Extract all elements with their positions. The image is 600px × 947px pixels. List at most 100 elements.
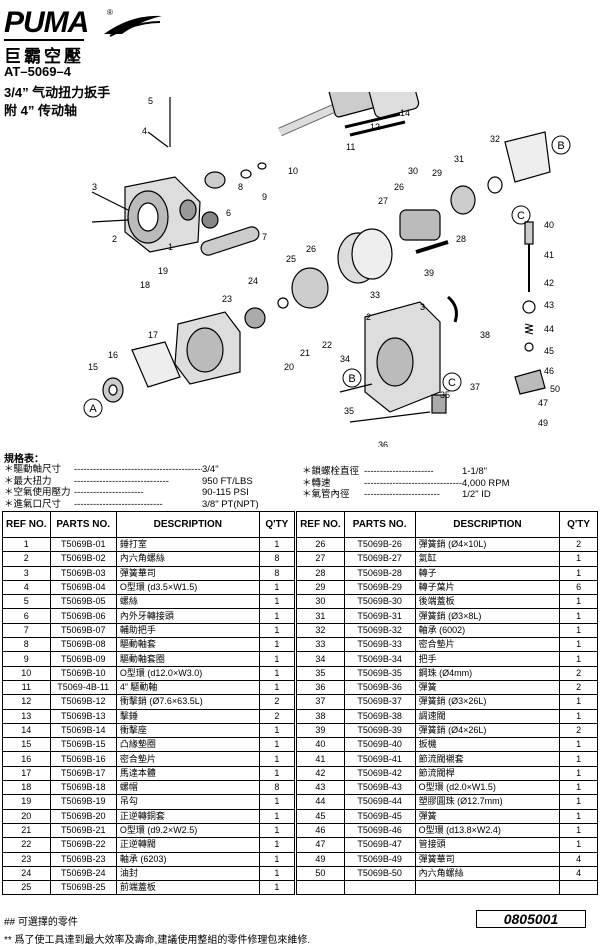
cell-description: 把手 [414, 651, 561, 667]
cell-description: 螺帽 [115, 780, 260, 796]
spec-leader: ---------------------------- [74, 498, 163, 510]
cell-description: 彈簧華司 [414, 851, 561, 867]
cell-description: 正逆轉銅套 [115, 808, 260, 824]
cell-qty: 1 [559, 765, 598, 782]
cell-parts-no [343, 880, 416, 896]
circle-label-c-right: C [517, 210, 525, 222]
cell-qty: 2 [258, 694, 297, 710]
cell-parts-no: T5069B-50 [343, 865, 416, 882]
cell-parts-no: T5069B-24 [49, 865, 117, 882]
callout-number: 26 [306, 244, 316, 254]
cell-qty: 1 [258, 851, 297, 867]
cell-description: 轉子 [414, 565, 561, 581]
product-subtitle: 附 4” 传动轴 [4, 103, 77, 118]
cell-ref-no [294, 880, 345, 896]
cell-parts-no: T5069B-01 [49, 536, 117, 553]
cell-qty: 1 [258, 665, 297, 681]
swoosh-icon [104, 15, 162, 37]
spec-row: ＊鎖螺栓直徑---------------------- 1-1/8" [302, 463, 487, 477]
callout-number: 41 [544, 250, 554, 260]
cell-ref-no: 16 [2, 751, 51, 767]
cell-parts-no: T5069B-36 [343, 679, 416, 696]
col-qty: Q'TY [258, 511, 297, 538]
cell-description: 轉子葉片 [414, 579, 561, 596]
cell-qty: 2 [559, 536, 598, 553]
cell-qty: 4 [559, 865, 598, 882]
callout-number: 47 [538, 398, 548, 408]
callout-number: 45 [544, 346, 554, 356]
callout-number: 15 [88, 362, 98, 372]
col-description-2: DESCRIPTION [414, 511, 561, 538]
cell-qty: 8 [258, 565, 297, 581]
callout-number: 39 [424, 268, 434, 278]
callout-number: 9 [262, 192, 267, 202]
cell-qty: 1 [258, 608, 297, 624]
callout-number: 46 [544, 366, 554, 376]
cell-ref-no: 42 [294, 765, 345, 782]
cell-description: O型環 (d13.8×W2.4) [414, 822, 561, 839]
callout-number: 37 [470, 382, 480, 392]
cell-parts-no: T5069B-47 [343, 837, 416, 853]
cell-qty: 1 [258, 679, 297, 696]
callout-number: 10 [288, 166, 298, 176]
cell-ref-no: 37 [294, 694, 345, 710]
cell-parts-no: T5069B-05 [49, 594, 117, 610]
spec-leader: ------------------------------ [74, 475, 169, 487]
cell-qty: 1 [559, 651, 598, 667]
cell-parts-no: T5069B-30 [343, 594, 416, 610]
cell-qty: 2 [559, 665, 598, 681]
cell-description: 後端蓋板 [414, 594, 561, 610]
cell-description: 軸承 (6203) [115, 851, 260, 867]
spec-value: 1/2" ID [462, 489, 491, 500]
cell-description: 正逆轉閥 [115, 837, 260, 853]
spec-leader: ------------------------------- [364, 477, 462, 489]
cell-ref-no: 41 [294, 751, 345, 767]
callout-number: 8 [238, 182, 243, 192]
cell-description: O型環 (d12.0×W3.0) [115, 665, 260, 681]
spec-row: ＊轉速------------------------------- 4,000… [302, 475, 510, 489]
cell-qty: 1 [559, 808, 598, 824]
cell-description: 彈簧銷 (Ø4×26L) [414, 722, 561, 739]
brand-chinese: 巨霸空壓 [4, 39, 84, 67]
cell-qty: 1 [258, 880, 297, 896]
cell-parts-no: T5069B-06 [49, 608, 117, 624]
cell-description: 氣缸 [414, 551, 561, 567]
cell-description: O型環 (d3.5×W1.5) [115, 579, 260, 596]
cell-description: 內外牙轉接頭 [115, 608, 260, 624]
callout-number: 38 [480, 330, 490, 340]
cell-ref-no: 9 [2, 651, 51, 667]
cell-ref-no: 43 [294, 780, 345, 796]
cell-ref-no: 18 [2, 780, 51, 796]
cell-ref-no: 40 [294, 737, 345, 753]
cell-ref-no: 27 [294, 551, 345, 567]
cell-qty: 1 [559, 737, 598, 753]
cell-ref-no: 3 [2, 565, 51, 581]
spec-row: ＊驅動軸尺寸----------------------------------… [4, 461, 219, 475]
cell-ref-no: 30 [294, 594, 345, 610]
table-header-row: REF NO. PARTS NO. DESCRIPTION Q'TY REF N… [2, 511, 598, 538]
cell-description: 密合墊片 [115, 751, 260, 767]
cell-ref-no: 5 [2, 594, 51, 610]
cell-description: 內六角螺絲 [115, 551, 260, 567]
callout-number: 27 [378, 196, 388, 206]
callout-number: 12 [370, 122, 380, 132]
callout-number: 20 [284, 362, 294, 372]
cell-ref-no: 32 [294, 622, 345, 639]
cell-ref-no: 13 [2, 708, 51, 724]
cell-qty: 1 [559, 694, 598, 710]
cell-qty: 1 [258, 837, 297, 853]
cell-ref-no: 33 [294, 637, 345, 653]
cell-parts-no: T5069B-25 [49, 880, 117, 896]
optional-parts-note: ## 可選擇的零件 [4, 917, 78, 928]
cell-parts-no: T5069B-44 [343, 794, 416, 810]
cell-qty: 2 [258, 708, 297, 724]
cell-description: 管接頭 [414, 837, 561, 853]
